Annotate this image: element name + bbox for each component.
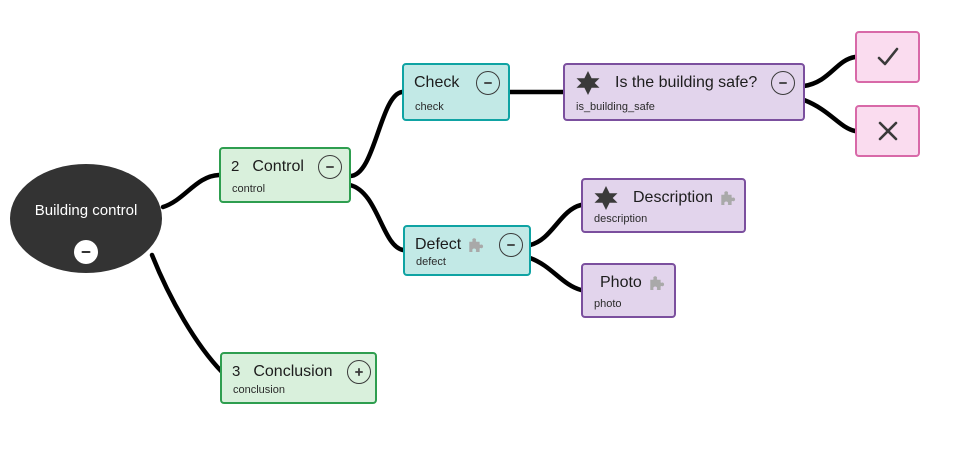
edge-question-yes	[801, 54, 858, 89]
plus-icon	[354, 368, 363, 376]
minus-icon	[484, 82, 492, 84]
edge-question-no	[801, 97, 858, 134]
answer-node-no[interactable]	[855, 105, 920, 157]
node-control[interactable]: 2 Control control	[219, 147, 351, 203]
node-check-subtitle: check	[415, 101, 444, 113]
edge-root-control	[160, 172, 222, 210]
node-check[interactable]: Check check	[402, 63, 510, 121]
node-conclusion-subtitle: conclusion	[233, 384, 285, 396]
node-photo-subtitle: photo	[594, 298, 622, 310]
node-is-building-safe[interactable]: Is the building safe? is_building_safe	[563, 63, 805, 121]
node-conclusion-expand-toggle[interactable]	[346, 360, 371, 384]
node-control-title: Control	[252, 158, 304, 175]
edge-defect-photo	[527, 255, 584, 293]
edge-defect-description	[527, 202, 584, 248]
node-defect-title: Defect	[415, 236, 462, 253]
puzzle-piece-icon	[469, 237, 484, 252]
minus-icon	[779, 82, 788, 84]
node-defect-subtitle: defect	[416, 256, 446, 268]
node-is-building-safe-collapse-toggle[interactable]	[771, 71, 796, 95]
node-conclusion-title: Conclusion	[253, 363, 333, 380]
node-control-subtitle: control	[232, 183, 266, 195]
answer-node-yes[interactable]	[855, 31, 920, 83]
root-node-building-control[interactable]: Building control	[10, 164, 162, 273]
root-node-label: Building control	[34, 202, 138, 219]
node-defect-collapse-toggle[interactable]	[499, 233, 524, 257]
puzzle-piece-icon	[650, 275, 664, 290]
node-photo-title: Photo	[600, 274, 642, 291]
node-control-index: 2	[231, 158, 240, 175]
node-is-building-safe-title: Is the building safe?	[615, 74, 758, 91]
star-icon	[594, 186, 618, 210]
node-description-header: Description	[593, 185, 736, 211]
edge-control-check	[347, 89, 405, 179]
check-mark-icon	[877, 47, 898, 66]
minus-icon	[325, 166, 334, 168]
node-photo[interactable]: Photo photo	[581, 263, 676, 318]
node-description-title: Description	[633, 189, 714, 206]
edge-control-defect	[347, 182, 406, 253]
edge-root-conclusion	[149, 252, 225, 375]
star-icon	[576, 71, 600, 95]
node-conclusion[interactable]: 3 Conclusion conclusion	[220, 352, 377, 404]
node-check-collapse-toggle[interactable]	[476, 71, 500, 95]
node-description[interactable]: Description description	[581, 178, 746, 233]
minus-icon	[81, 251, 91, 253]
node-description-subtitle: description	[594, 213, 648, 225]
root-collapse-toggle[interactable]	[74, 240, 98, 264]
node-control-collapse-toggle[interactable]	[317, 155, 342, 179]
node-is-building-safe-header: Is the building safe?	[575, 70, 796, 96]
puzzle-piece-icon	[721, 190, 736, 205]
node-control-header: 2 Control	[231, 154, 342, 180]
node-photo-header: Photo	[593, 270, 666, 296]
node-conclusion-index: 3	[232, 363, 241, 380]
node-conclusion-header: 3 Conclusion	[232, 359, 371, 385]
node-defect[interactable]: Defect defect	[403, 225, 531, 276]
node-defect-header: Defect	[415, 232, 524, 258]
node-is-building-safe-subtitle: is_building_safe	[576, 101, 655, 113]
node-check-header: Check	[414, 70, 500, 96]
cross-mark-icon	[878, 121, 897, 141]
node-check-title: Check	[414, 74, 460, 91]
minus-icon	[507, 244, 516, 246]
